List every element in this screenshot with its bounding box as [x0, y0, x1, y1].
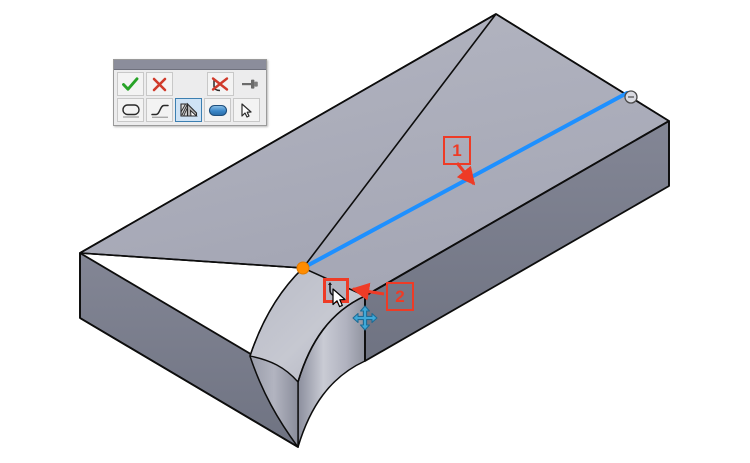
s-curve-icon [150, 102, 170, 119]
remove-fillet-button[interactable] [207, 72, 234, 96]
edge-top-ridge-left [79, 13, 497, 254]
edge-fillet-top-blend [249, 267, 304, 357]
mouse-cursor [332, 288, 348, 315]
toolbar-row-fillet-types [114, 98, 266, 125]
edge-start-vertex[interactable] [296, 261, 310, 275]
edge-top-ridge-right [495, 13, 670, 122]
full-round-icon [208, 102, 228, 119]
edge-endpoint-handle[interactable] [623, 89, 639, 110]
toolbar-row-confirm [114, 70, 266, 98]
cursor-arrow-icon [239, 102, 255, 119]
pin-toolbar-button[interactable] [236, 72, 263, 96]
edge-bottom-front-left [79, 317, 299, 448]
x-icon [152, 77, 167, 92]
full-round-fillet-button[interactable] [204, 98, 231, 122]
variable-radius-fillet-button[interactable] [146, 98, 173, 122]
face-fillet-icon [179, 102, 199, 119]
face-fillet-button[interactable] [175, 98, 202, 122]
toolbar-spacer [175, 72, 205, 96]
check-icon [122, 76, 139, 92]
rounded-rect-icon [121, 102, 141, 119]
edge-fillet-tangent [297, 295, 366, 383]
callout-label-2: 2 [386, 282, 414, 311]
face-fillet-nose[interactable] [249, 355, 299, 448]
callout-label-1: 1 [443, 136, 471, 165]
move-handle[interactable] [352, 305, 378, 336]
remove-fillet-icon [211, 76, 230, 93]
constant-radius-fillet-button[interactable] [117, 98, 144, 122]
solid-body[interactable] [79, 13, 670, 448]
fillet-context-toolbar[interactable] [113, 59, 267, 126]
pushpin-icon [241, 77, 259, 91]
ok-button[interactable] [117, 72, 144, 96]
edge-top-front-right [364, 120, 670, 297]
toolbar-drag-grip[interactable] [114, 60, 266, 70]
edge-top-internal-left [79, 252, 304, 269]
select-tool-button[interactable] [233, 98, 260, 122]
cancel-button[interactable] [146, 72, 173, 96]
